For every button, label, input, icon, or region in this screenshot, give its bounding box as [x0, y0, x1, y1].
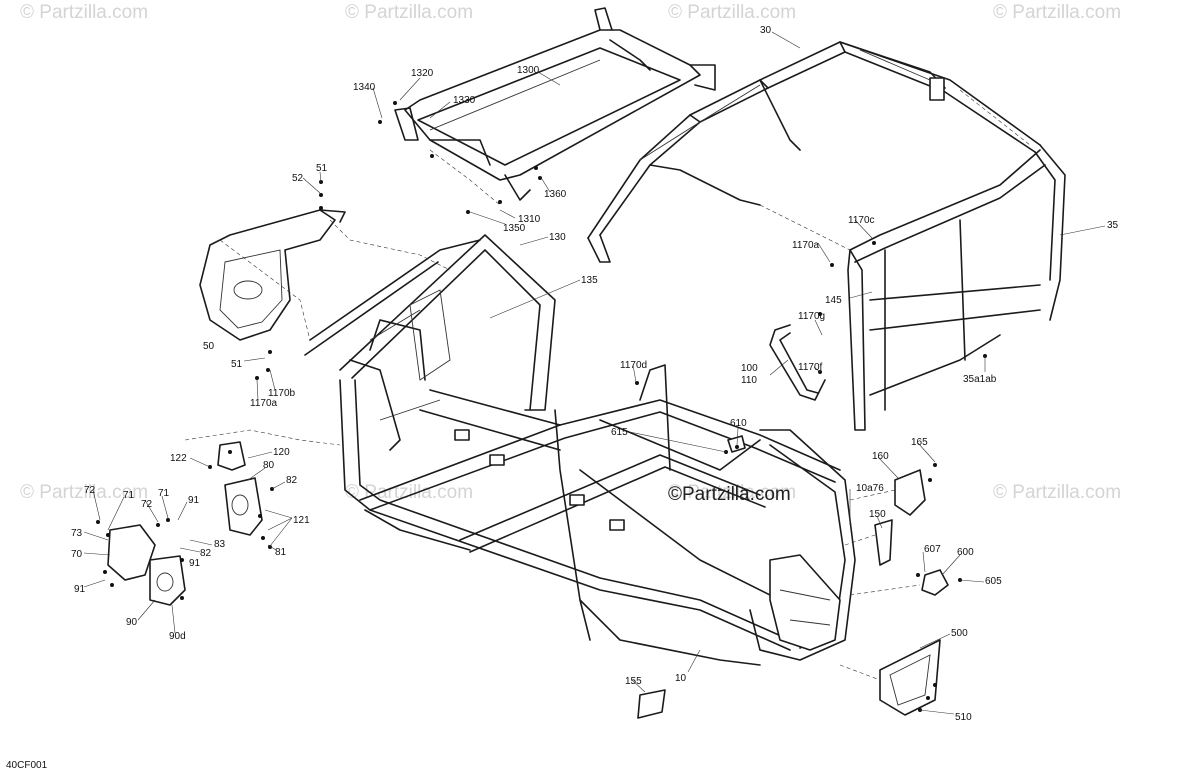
callout-90: 90 [126, 617, 138, 628]
callout-500: 500 [951, 628, 968, 639]
callout-1310: 1310 [518, 214, 541, 225]
callout-110: 110 [741, 375, 757, 386]
callout-607: 607 [924, 544, 941, 555]
callout-135: 135 [581, 275, 598, 286]
callout-71: 71 [123, 490, 135, 501]
callout-51: 51 [316, 163, 328, 174]
callout-80: 80 [263, 460, 275, 471]
callout-1170d: 1170d [620, 360, 647, 371]
watermark: © Partzilla.com [345, 2, 473, 23]
watermark: © Partzilla.com [20, 482, 148, 503]
callout-610: 610 [730, 418, 747, 429]
callout-1170g: 1170g [798, 311, 825, 322]
callout-82: 82 [286, 475, 298, 486]
callout-1330: 1330 [453, 95, 476, 106]
side-bar [769, 324, 826, 401]
callout-1360: 1360 [544, 189, 567, 200]
callout-1170a: 1170a [250, 398, 278, 409]
callout-51: 51 [231, 359, 243, 370]
callout-150: 150 [869, 509, 886, 520]
watermark: © Partzilla.com [668, 482, 796, 503]
main-chassis [304, 234, 856, 666]
callout-121: 121 [293, 515, 310, 526]
callout-labels: 30 35 35a1ab 1300 1310 1320 1330 1340 13… [71, 25, 1119, 723]
callout-1170b: 1170b [268, 388, 296, 399]
callout-615: 615 [611, 427, 628, 438]
callout-52: 52 [292, 173, 304, 184]
callout-leaders [83, 31, 1106, 715]
callout-90d: 90d [169, 631, 186, 642]
callout-605: 605 [985, 576, 1002, 587]
callout-1340: 1340 [353, 82, 376, 93]
callout-1300: 1300 [517, 65, 540, 76]
roll-cage [587, 41, 1066, 431]
rear-upper-frame [394, 7, 716, 201]
callout-35a1ab: 35a1ab [963, 374, 997, 385]
callout-72: 72 [84, 485, 96, 496]
callout-91: 91 [188, 495, 200, 506]
callout-73: 73 [71, 528, 83, 539]
callout-145: 145 [825, 295, 842, 306]
callout-72: 72 [141, 499, 153, 510]
left-brackets [107, 441, 263, 606]
callout-71: 71 [158, 488, 170, 499]
watermark: © Partzilla.com [993, 2, 1121, 23]
diagram-code: 40CF001 [6, 760, 48, 771]
callout-83: 83 [214, 539, 226, 550]
callout-30: 30 [760, 25, 772, 36]
callout-10: 10 [675, 673, 687, 684]
dashed-leaders [184, 89, 1031, 681]
callout-82: 82 [200, 548, 212, 559]
brand-watermark: ©Partzilla.com [668, 484, 791, 505]
callout-120: 120 [273, 447, 290, 458]
watermark: © Partzilla.com [668, 2, 796, 23]
callout-81: 81 [275, 547, 287, 558]
callout-91: 91 [74, 584, 86, 595]
callout-1170f: 1170f [798, 362, 823, 373]
watermark-layer: © Partzilla.com © Partzilla.com © Partzi… [20, 2, 1121, 503]
callout-50: 50 [203, 341, 215, 352]
callout-165: 165 [911, 437, 928, 448]
callout-510: 510 [955, 712, 972, 723]
callout-1320: 1320 [411, 68, 434, 79]
callout-130: 130 [549, 232, 566, 243]
callout-100: 100 [741, 363, 758, 374]
callout-35: 35 [1107, 220, 1119, 231]
callout-70: 70 [71, 549, 83, 560]
callout-600: 600 [957, 547, 974, 558]
watermark: © Partzilla.com [345, 482, 473, 503]
watermark: © Partzilla.com [20, 2, 148, 23]
callout-1170a: 1170a [792, 240, 820, 251]
callout-1350: 1350 [503, 223, 526, 234]
callout-1170c: 1170c [848, 215, 875, 226]
front-guard [199, 209, 346, 341]
callout-10a76: 10a76 [856, 483, 884, 494]
callout-160: 160 [872, 451, 889, 462]
callout-91: 91 [189, 558, 201, 569]
watermark: © Partzilla.com [993, 482, 1121, 503]
right-small-parts [637, 435, 949, 719]
callout-122: 122 [170, 453, 187, 464]
callout-155: 155 [625, 676, 642, 687]
